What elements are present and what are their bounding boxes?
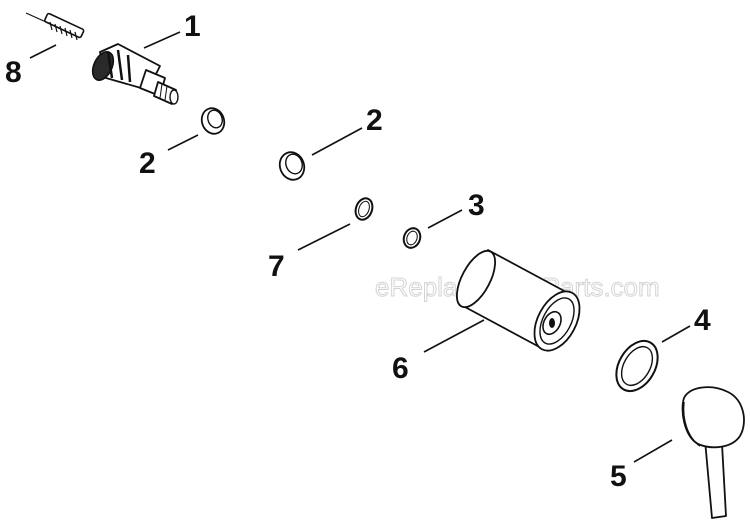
leader-1	[143, 31, 181, 49]
callout-7: 7	[268, 250, 285, 283]
leader-4	[661, 325, 691, 343]
part-7-o-ring	[354, 197, 374, 221]
callout-8: 8	[5, 56, 22, 89]
callout-3: 3	[468, 189, 485, 222]
callout-5: 5	[610, 460, 627, 493]
part-6-sleeve	[456, 249, 581, 352]
leader-5	[633, 439, 673, 463]
leader-8	[29, 44, 57, 59]
part-2-bushing-a	[200, 107, 226, 135]
part-2-bushing-b	[278, 151, 306, 181]
leader-2a	[167, 134, 199, 151]
part-4-washer	[615, 339, 659, 393]
part-5-lever-handle	[681, 386, 745, 519]
leader-2b	[311, 127, 363, 156]
callout-1: 1	[184, 10, 201, 43]
leader-7	[297, 223, 351, 251]
part-3-o-ring	[402, 227, 422, 249]
leader-3	[427, 209, 463, 229]
part-1-cartridge	[91, 43, 179, 105]
callout-6: 6	[392, 352, 409, 385]
callout-2a: 2	[139, 147, 156, 180]
part-8-set-screw	[25, 12, 85, 41]
callout-4: 4	[694, 304, 711, 337]
callout-2b: 2	[366, 104, 383, 137]
leader-6	[423, 319, 485, 353]
